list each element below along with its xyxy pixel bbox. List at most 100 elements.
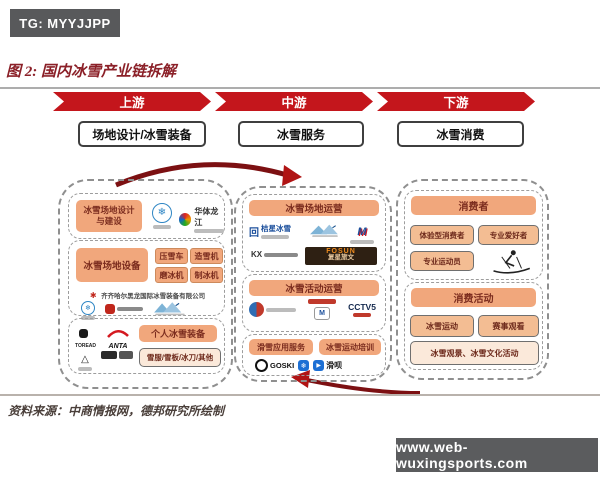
logo-glyph-bar bbox=[101, 351, 117, 359]
company-name: 齐齐哈尔黑龙国际冰雪装备有限公司 bbox=[101, 293, 206, 300]
venue-operation-group: 冰雪场地运营 回 桔星冰雪 M KX FOSUN 复星旅文 bbox=[242, 194, 386, 272]
blue-snow-logo: ❄ bbox=[81, 297, 95, 320]
m-letter-logo: M bbox=[347, 222, 377, 244]
toread-text: TOREAD bbox=[75, 343, 97, 349]
activity-item-wide-box: 冰雪观景、冰雪文化活动 bbox=[410, 341, 539, 365]
venue-equipment-box: 冰雪场地设备 bbox=[76, 248, 148, 282]
tg-watermark-badge: TG: MYYJJPP bbox=[10, 9, 120, 37]
activity-item-box: 赛事观看 bbox=[478, 315, 539, 337]
huati-globe-icon bbox=[179, 213, 192, 226]
midstream-column: 冰雪场地运营 回 桔星冰雪 M KX FOSUN 复星旅文 冰雪活 bbox=[234, 186, 392, 382]
fosun-tourism-logo: FOSUN 复星旅文 bbox=[305, 247, 377, 265]
personal-equipment-detail-box: 雪服/雪板/冰刀/其他 bbox=[139, 348, 221, 367]
consumer-type-box: 专业运动员 bbox=[410, 251, 474, 271]
m-box-icon: M bbox=[314, 307, 330, 320]
stage-box-downstream: 冰雪消费 bbox=[397, 121, 524, 147]
consumers-box: 消费者 bbox=[411, 196, 536, 215]
consumer-type-box: 体验型消费者 bbox=[410, 225, 474, 245]
snowflake-ring-logo: ❄ bbox=[151, 202, 173, 229]
logo-text-bar bbox=[78, 367, 92, 371]
logo-text-bar bbox=[350, 240, 374, 244]
equipment-item: 制冰机 bbox=[190, 267, 223, 283]
triangle-mountain-logo: △ bbox=[77, 349, 93, 371]
led-brand-logo bbox=[101, 351, 133, 359]
huati-logo-text: 华体龙江 bbox=[194, 207, 219, 227]
skier-illustration bbox=[493, 250, 531, 274]
ski-app-service-box: 滑雪应用服务 bbox=[249, 339, 313, 355]
anta-swoosh-icon bbox=[107, 330, 129, 338]
sports-training-box: 冰雪运动培训 bbox=[319, 339, 381, 355]
activity-operation-box: 冰雪活动运营 bbox=[249, 280, 379, 296]
goski-ring-icon bbox=[255, 359, 268, 372]
play-icon: ▶ bbox=[313, 360, 325, 371]
red-square-icon bbox=[105, 303, 115, 314]
activity-operation-group: 冰雪活动运营 M CCTV5 bbox=[242, 274, 386, 332]
logo-glyph-bar bbox=[119, 351, 133, 359]
band-upstream: 上游 bbox=[53, 92, 211, 111]
huabei-app-logo: ▶ 滑呗 bbox=[313, 360, 342, 371]
cctv5-text: CCTV5 bbox=[348, 302, 376, 312]
equipment-brand-logos: ❄ bbox=[81, 297, 221, 320]
triangle-icon: △ bbox=[81, 354, 89, 365]
juxing-text: 桔星冰雪 bbox=[261, 224, 291, 233]
logo-text-bar bbox=[153, 224, 171, 229]
snowflake-icon: ❄ bbox=[152, 202, 172, 223]
snowflake-app-icon: ❄ bbox=[298, 360, 310, 371]
logo-text-bar bbox=[353, 313, 371, 317]
logo-text-bar bbox=[261, 235, 289, 239]
personal-equipment-box: 个人冰雪装备 bbox=[139, 325, 217, 342]
stage-box-midstream: 冰雪服务 bbox=[238, 121, 364, 147]
venue-operation-box: 冰雪场地运营 bbox=[249, 200, 379, 216]
mountain-skier-logo bbox=[310, 224, 338, 237]
consumer-type-box: 专业爱好者 bbox=[478, 225, 539, 245]
globe-media-logo bbox=[249, 302, 296, 317]
huati-longjiang-logo: 华体龙江 bbox=[179, 206, 225, 233]
toread-icon bbox=[78, 329, 88, 338]
site-watermark-badge: www.web-wuxingsports.com bbox=[396, 438, 598, 472]
consumption-activities-box: 消费活动 bbox=[411, 288, 536, 307]
toread-logo: TOREAD bbox=[75, 325, 97, 349]
m-letter-icon: M bbox=[357, 226, 367, 238]
figure-title: 图 2: 国内冰雪产业链拆解 bbox=[6, 64, 176, 80]
mountain-skier-logo bbox=[154, 302, 185, 316]
stage-box-upstream: 场地设计/冰雪装备 bbox=[78, 121, 206, 147]
goski-logo: GOSKI bbox=[255, 359, 294, 372]
logo-text-bar bbox=[117, 306, 143, 311]
venue-equipment-group: 冰雪场地设备 压雪车 造雪机 磨冰机 制冰机 ✱ 齐齐哈尔黑龙国际冰雪装备有限公… bbox=[68, 240, 225, 320]
arrowhead-right-icon bbox=[282, 165, 302, 186]
figure-source: 资料来源：中商情报网，德邦研究所绘制 bbox=[8, 404, 225, 418]
snowflake-icon: ❄ bbox=[81, 301, 95, 315]
kx-text: KX bbox=[251, 250, 263, 259]
equipment-company-logo: ✱ 齐齐哈尔黑龙国际冰雪装备有限公司 bbox=[75, 285, 220, 303]
globe-icon bbox=[249, 302, 264, 317]
spiral-icon: 回 bbox=[249, 227, 259, 239]
downstream-column: 消费者 体验型消费者 专业爱好者 专业运动员 消费活动 冰雪运动 赛事观看 冰雪… bbox=[396, 179, 549, 380]
cctv5-logo: CCTV5 bbox=[345, 302, 379, 317]
consumption-activities-group: 消费活动 冰雪运动 赛事观看 冰雪观景、冰雪文化活动 bbox=[404, 282, 543, 370]
logo-text-bar bbox=[194, 229, 225, 233]
fosun-en-text: FOSUN bbox=[326, 248, 356, 255]
activity-item-box: 冰雪运动 bbox=[410, 315, 474, 337]
red-text-bar bbox=[308, 299, 336, 304]
title-divider bbox=[0, 87, 600, 89]
huabei-text: 滑呗 bbox=[326, 361, 343, 370]
consumers-group: 消费者 体验型消费者 专业爱好者 专业运动员 bbox=[404, 190, 543, 280]
juxing-logo: 回 桔星冰雪 bbox=[249, 223, 291, 239]
sports-group-logo: M bbox=[305, 299, 339, 320]
fosun-cn-text: 复星旅文 bbox=[328, 254, 354, 261]
anta-text: ANTA bbox=[108, 343, 128, 350]
band-downstream: 下游 bbox=[377, 92, 535, 111]
logo-text-bar bbox=[266, 307, 296, 312]
venue-design-group: 冰雪场地设计 与建设 ❄ 华体龙江 bbox=[68, 193, 225, 239]
app-service-group: 滑雪应用服务 冰雪运动培训 GOSKI ❄ ▶ 滑呗 bbox=[242, 334, 386, 376]
heavy-industry-logo bbox=[105, 303, 143, 314]
logo-text-bar bbox=[264, 252, 299, 257]
venue-design-box: 冰雪场地设计 与建设 bbox=[76, 200, 142, 232]
bottom-divider bbox=[0, 394, 600, 396]
app-logos: GOSKI ❄ ▶ 滑呗 bbox=[255, 359, 342, 372]
company-spark-icon: ✱ bbox=[89, 291, 97, 300]
band-midstream: 中游 bbox=[215, 92, 373, 111]
kx-resort-logo: KX bbox=[251, 250, 299, 259]
anta-logo: ANTA bbox=[103, 325, 133, 350]
stage-banner: 上游 中游 下游 bbox=[53, 92, 535, 111]
